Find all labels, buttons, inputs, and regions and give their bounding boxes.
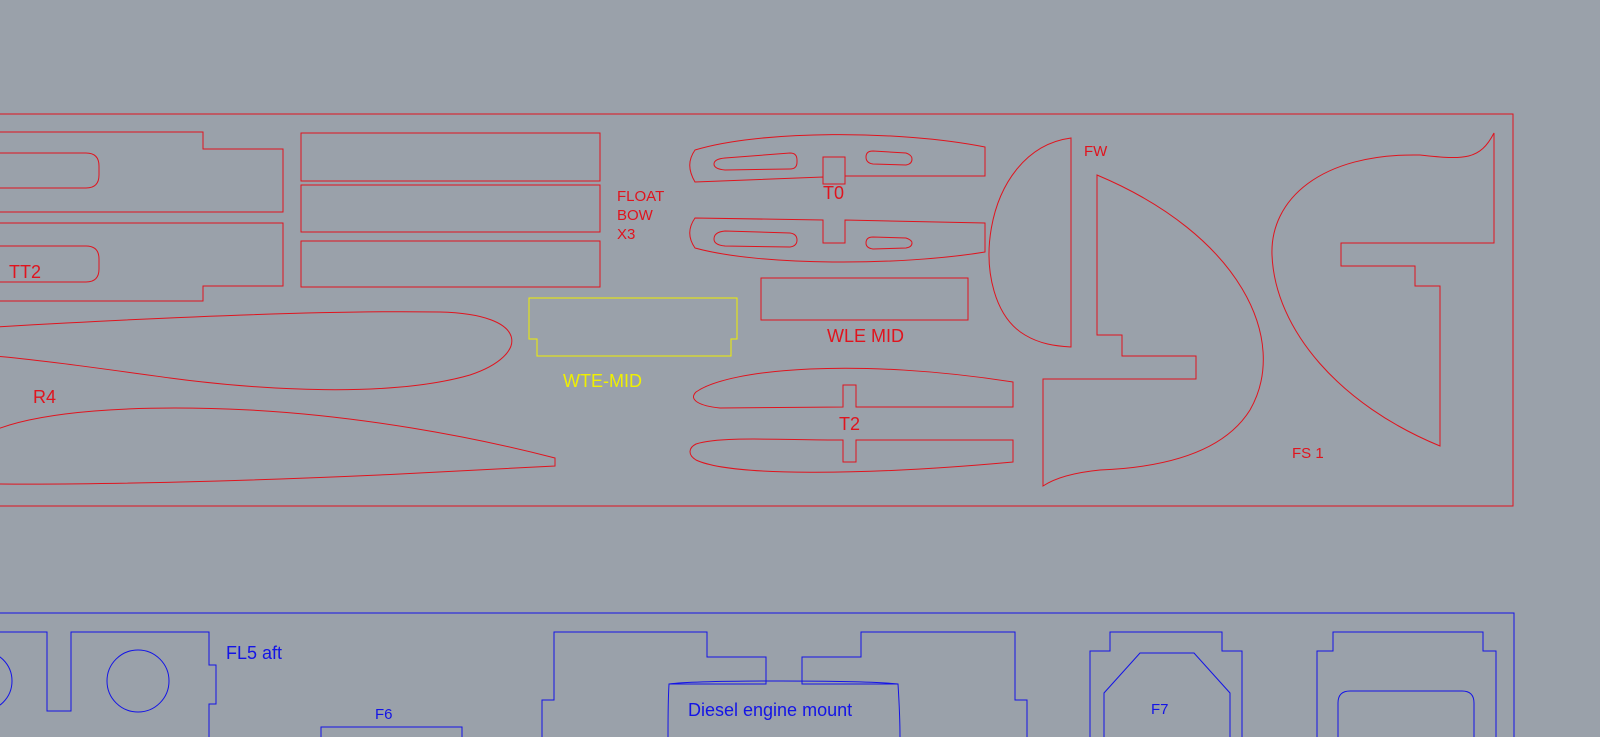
label-t0: T0 [823,183,844,203]
part-f7 [1089,631,1243,737]
part-t0-upper-slot-right [865,150,913,166]
label-wte-mid: WTE-MID [563,371,642,391]
part-r4-rib-upper [0,311,513,391]
part-frame-right-cutout [1337,690,1475,737]
part-tt2-upper-slot [0,152,100,189]
part-float-bow-3 [300,240,601,288]
label-fw: FW [1084,143,1108,160]
part-fl5-aft-hole-right [106,649,170,713]
top-sheet-labels: TT2 R4 FLOAT BOW X3 T0 WLE MID T2 FW FS … [9,143,1324,462]
part-t0-upper [689,134,986,185]
top-sheet-border [0,113,1514,507]
label-fs1: FS 1 [1292,445,1324,462]
label-fl5-aft: FL5 aft [226,643,282,663]
part-fw [988,137,1072,348]
label-f7: F7 [1151,701,1169,718]
yellow-layer [528,297,738,357]
bottom-cut-sheet [0,612,1515,737]
part-tt2-upper [0,131,284,213]
part-frame-right [1316,631,1497,737]
label-diesel-engine-mount: Diesel engine mount [688,700,852,720]
part-fl5-aft-hole-left [0,656,13,706]
part-diesel-engine-mount [541,631,767,737]
label-f6: F6 [375,706,393,723]
label-tt2: TT2 [9,262,41,282]
part-diesel-engine-mount-plate [668,680,899,685]
part-r4-rib-lower [0,407,556,485]
part-diesel-engine-mount-right [801,631,1028,737]
label-float-bow-line1: FLOAT [617,188,664,205]
part-f6 [320,726,463,737]
part-t0-lower [689,217,986,263]
part-f7-cutout [1103,652,1231,737]
label-t2: T2 [839,414,860,434]
part-t0-lower-slot-right [865,236,913,250]
part-fl5-aft [0,631,217,737]
part-t0-upper-tab [822,156,846,177]
part-t2-lower [689,438,1014,473]
part-tt2-lower-slot [0,245,100,283]
bottom-sheet-labels: FL5 aft F6 Diesel engine mount F7 [226,643,1169,723]
part-t2-upper [693,367,1014,409]
part-fin-curved [1042,174,1264,487]
label-float-bow-line3: X3 [617,226,635,243]
part-fs1 [1271,132,1495,447]
label-float-bow-line2: BOW [617,207,654,224]
bottom-sheet-border [0,612,1515,737]
part-t0-upper-slot-left [713,152,798,171]
part-float-bow-2 [300,184,601,233]
part-wle-mid [760,277,969,321]
part-tt2-lower [0,222,284,302]
part-wte-mid [528,297,738,357]
top-cut-sheet [0,113,1514,507]
label-wle-mid: WLE MID [827,326,904,346]
part-t0-lower-slot-left [713,230,798,248]
part-float-bow-1 [300,132,601,182]
label-r4: R4 [33,387,56,407]
